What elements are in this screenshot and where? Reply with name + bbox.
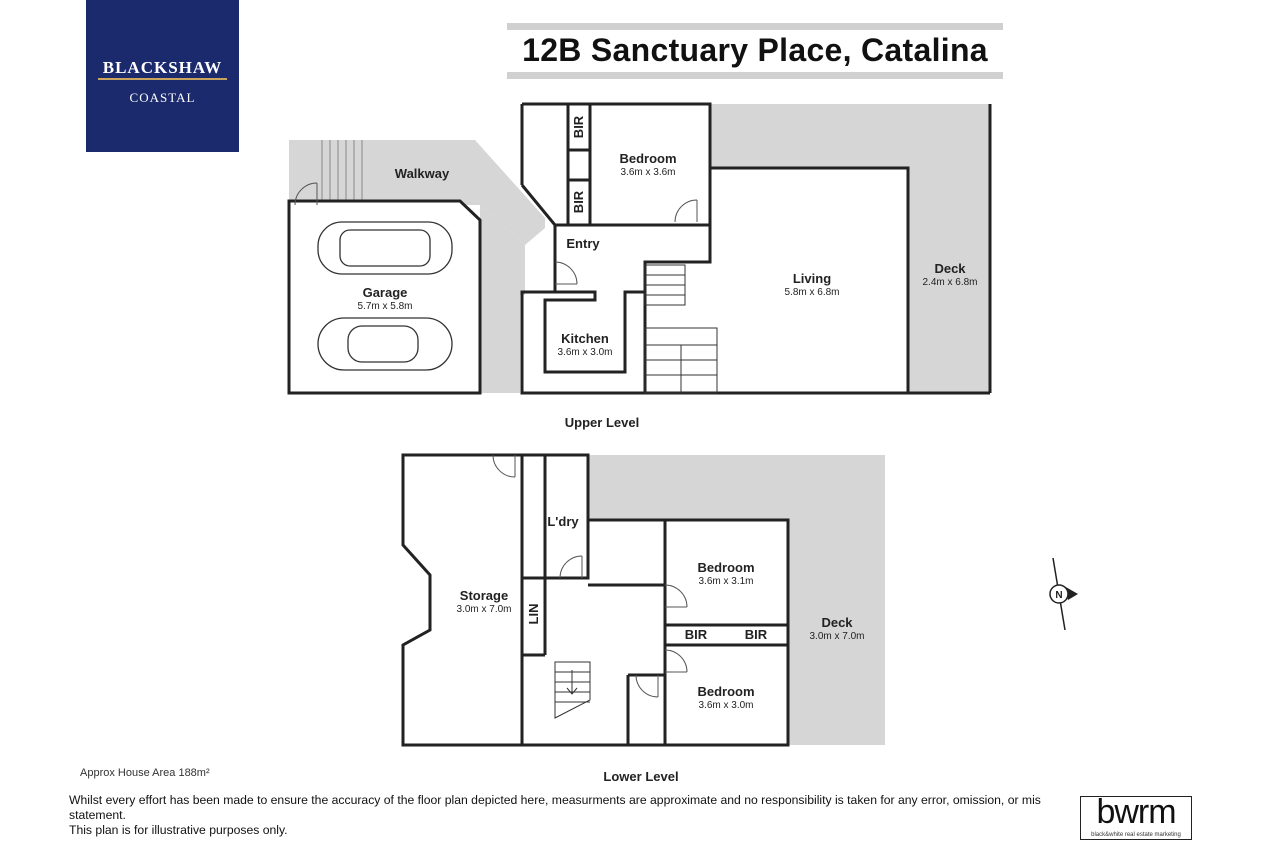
walkway-area <box>289 140 545 245</box>
logo-rule <box>98 78 227 80</box>
walkway-label: Walkway <box>395 166 450 181</box>
garage-dim: 5.7m x 5.8m <box>357 301 412 312</box>
title-block: 12B Sanctuary Place, Catalina <box>507 23 1003 79</box>
bwrm-logo: bwrm black&white real estate marketing <box>1080 793 1192 840</box>
lower-bedroom-1-label: Bedroom <box>697 560 754 575</box>
agency-brand: BLACKSHAW <box>102 58 223 77</box>
driveway-area <box>480 205 525 393</box>
lower-house-walls <box>522 453 790 747</box>
lower-level-label: Lower Level <box>603 769 678 784</box>
upper-bedroom-dim: 3.6m x 3.6m <box>620 167 675 178</box>
lower-doors <box>492 454 688 698</box>
lower-bedroom-1-dim: 3.6m x 3.1m <box>698 576 753 587</box>
garage-label: Garage <box>363 285 408 300</box>
lower-bir-2-label: BIR <box>745 627 768 642</box>
lower-deck-area <box>588 455 885 745</box>
storage-label: Storage <box>460 588 508 603</box>
lower-bedroom-2-label: Bedroom <box>697 684 754 699</box>
disclaimer-line-2: This plan is for illustrative purposes o… <box>69 823 288 837</box>
upper-deck-label: Deck <box>934 261 966 276</box>
title-bar-top <box>507 23 1003 30</box>
compass-icon: N <box>1049 557 1078 631</box>
upper-deck-dim: 2.4m x 6.8m <box>922 277 977 288</box>
car-icons <box>317 221 453 371</box>
upper-level-plan: Walkway Garage 5.7m x 5.8m Bedroom 3.6m … <box>287 102 992 430</box>
lower-deck-label: Deck <box>821 615 853 630</box>
walkway-steps <box>321 140 363 205</box>
storage-walls <box>401 453 524 747</box>
title-bar-bottom <box>507 72 1003 79</box>
page-title: 12B Sanctuary Place, Catalina <box>522 32 988 68</box>
laundry-label: L'dry <box>547 514 579 529</box>
lower-bedroom-2-dim: 3.6m x 3.0m <box>698 700 753 711</box>
upper-house-walls <box>520 102 992 395</box>
house-area: Approx House Area 188m² <box>80 767 210 779</box>
lower-deck-dim: 3.0m x 7.0m <box>809 631 864 642</box>
disclaimer: Whilst every effort has been made to ens… <box>69 793 1079 838</box>
bwrm-tagline: black&white real estate marketing <box>1091 832 1181 838</box>
agency-logo: BLACKSHAW COASTAL <box>86 0 239 152</box>
agency-sub: COASTAL <box>129 90 196 105</box>
upper-stairs <box>644 264 718 394</box>
living-label: Living <box>793 271 831 286</box>
lower-bir-1-label: BIR <box>685 627 708 642</box>
upper-bir-1-label: BIR <box>571 115 586 138</box>
upper-level-label: Upper Level <box>565 415 639 430</box>
kitchen-label: Kitchen <box>561 331 609 346</box>
compass-label: N <box>1055 590 1062 601</box>
lower-stairs <box>554 661 591 719</box>
upper-deck-area <box>710 104 990 393</box>
disclaimer-line-1: Whilst every effort has been made to ens… <box>69 793 1041 822</box>
garage-walls <box>287 199 482 395</box>
entry-label: Entry <box>566 236 600 251</box>
upper-bir-2-label: BIR <box>571 190 586 213</box>
upper-doors <box>294 182 698 285</box>
upper-bedroom-label: Bedroom <box>619 151 676 166</box>
storage-dim: 3.0m x 7.0m <box>456 604 511 615</box>
kitchen-dim: 3.6m x 3.0m <box>557 347 612 358</box>
lower-level-plan: Storage 3.0m x 7.0m L'dry LIN Bedroom 3.… <box>401 453 885 784</box>
living-dim: 5.8m x 6.8m <box>784 287 839 298</box>
bwrm-wordmark: bwrm <box>1096 793 1176 831</box>
linen-label: LIN <box>526 604 541 625</box>
